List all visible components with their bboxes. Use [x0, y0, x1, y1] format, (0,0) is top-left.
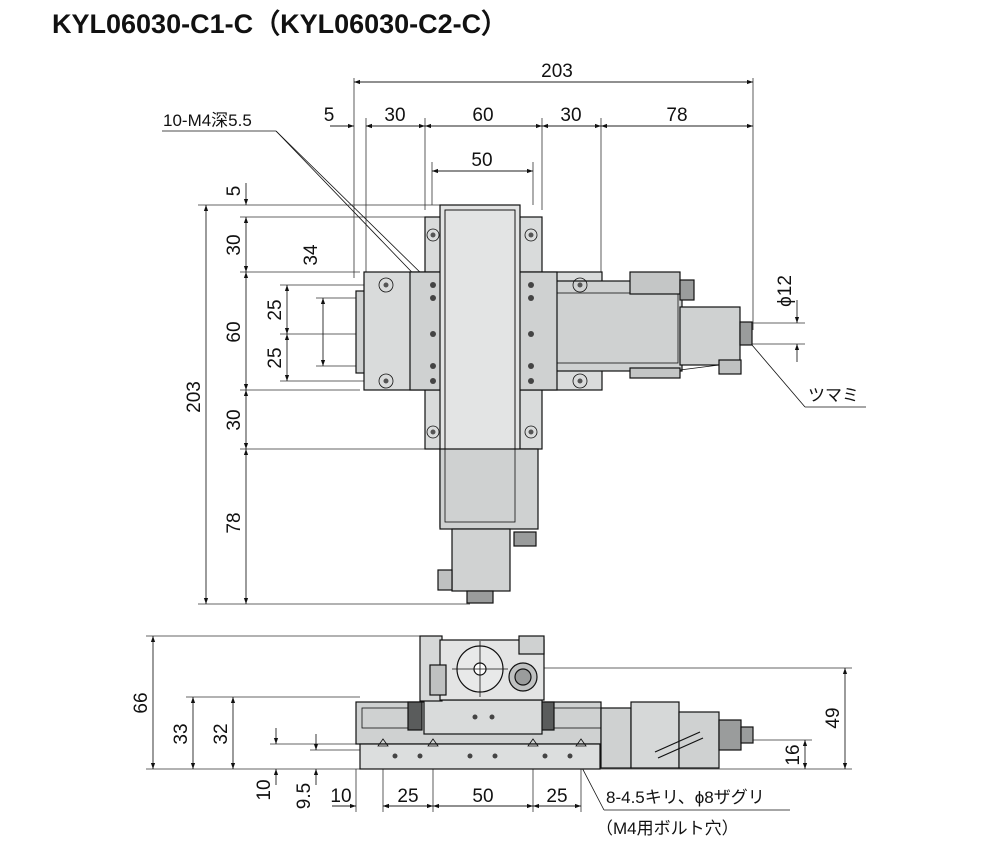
dim-side-10h: 10: [330, 786, 351, 807]
dim-side-95: 9.5: [294, 783, 315, 809]
dim-top-overall: 203: [541, 61, 573, 82]
dim-left-5: 5: [224, 186, 245, 197]
dim-side-49: 49: [823, 707, 844, 728]
dim-top-30a: 30: [384, 105, 405, 126]
dim-side-50: 50: [472, 786, 493, 807]
dim-side-32: 32: [211, 723, 232, 744]
dim-phi12: ϕ12: [775, 275, 796, 307]
dim-left-30b: 30: [224, 409, 245, 430]
dim-side-25b: 25: [546, 786, 567, 807]
drawing-title: KYL06030-C1-C（KYL06030-C2-C）: [52, 9, 509, 39]
top-view-holes: [378, 228, 588, 439]
dim-left-203: 203: [184, 381, 205, 413]
dim-left-25a: 25: [265, 299, 286, 320]
label-bolt-note: （M4用ボルト穴）: [596, 819, 739, 838]
side-parts: [355, 635, 754, 770]
dim-side-10v: 10: [254, 779, 275, 800]
dim-side-25a: 25: [397, 786, 418, 807]
dim-left-25b: 25: [265, 347, 286, 368]
dim-top-60: 60: [472, 105, 493, 126]
label-knob: ツマミ: [808, 386, 859, 405]
dim-left-60: 60: [224, 321, 245, 342]
dim-top-78: 78: [666, 105, 687, 126]
dim-left-34: 34: [301, 244, 322, 266]
dim-side-16: 16: [783, 744, 804, 765]
dim-left-78: 78: [224, 512, 245, 533]
dim-top-5: 5: [324, 105, 335, 126]
extension-lines-top: [353, 78, 754, 330]
dim-side-66: 66: [131, 692, 152, 713]
side-view: 66 33 32 10 9.5 10 25 50 25 49 16 8-4.5キ…: [131, 635, 852, 838]
dim-side-33: 33: [171, 723, 192, 744]
label-mount-holes: 8-4.5キリ、ϕ8ザグリ: [606, 788, 765, 807]
dim-left-30a: 30: [224, 234, 245, 255]
dim-top-50: 50: [471, 150, 492, 171]
top-view: 203 5 30 60 30 78 50 5 30 34 25 60 25 20…: [162, 61, 866, 605]
y-stage: [409, 204, 558, 604]
dim-top-30b: 30: [560, 105, 581, 126]
label-tapped-holes: 10-M4深5.5: [163, 111, 252, 130]
